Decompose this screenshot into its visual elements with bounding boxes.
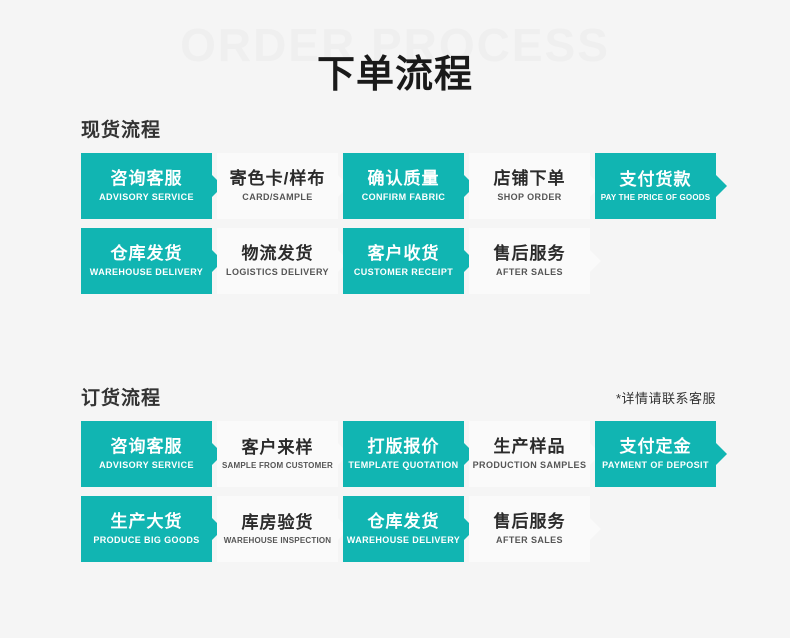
flow-step-label-en: PRODUCE BIG GOODS <box>93 535 200 546</box>
flow-step-label-cn: 支付定金 <box>619 437 692 457</box>
flow-step-label-en: WAREHOUSE INSPECTION <box>223 535 332 545</box>
chevron-right-icon <box>590 518 601 540</box>
flow-step[interactable]: 咨询客服 ADVISORY SERVICE <box>81 153 223 219</box>
page-title: 下单流程 <box>316 54 473 96</box>
flow-step[interactable]: 仓库发货 WAREHOUSE DELIVERY <box>81 228 223 294</box>
flow-step-label-en: AFTER SALES <box>496 535 563 546</box>
flow-step[interactable]: 支付货款 PAY THE PRICE OF GOODS <box>595 153 727 219</box>
flow-step-label-cn: 售后服务 <box>493 512 566 532</box>
flow-step-label-en: CARD/SAMPLE <box>242 192 313 203</box>
flow-row: 仓库发货 WAREHOUSE DELIVERY 物流发货 LOGISTICS D… <box>81 228 790 294</box>
flow-step-label-cn: 打版报价 <box>367 437 440 457</box>
flow-step-label-en: LOGISTICS DELIVERY <box>226 267 329 278</box>
chevron-right-icon <box>590 250 601 272</box>
flow-step-label-cn: 生产大货 <box>110 512 183 532</box>
chevron-right-icon <box>716 175 727 197</box>
section-title: 现货流程 <box>81 120 162 141</box>
flow-row: 咨询客服 ADVISORY SERVICE 寄色卡/样布 CARD/SAMPLE… <box>81 153 790 219</box>
flow-step-label-cn: 库房验货 <box>241 512 314 532</box>
flow-step-label-en: CONFIRM FABRIC <box>361 192 446 203</box>
flow-step-label-cn: 物流发货 <box>241 244 314 264</box>
flow-step-label-cn: 售后服务 <box>493 244 566 264</box>
flow-step-label-en: ADVISORY SERVICE <box>99 460 194 471</box>
flow-step-label-en: WAREHOUSE DELIVERY <box>89 267 204 278</box>
flow-step[interactable]: 店铺下单 SHOP ORDER <box>469 153 601 219</box>
flow-step-label-cn: 确认质量 <box>367 169 440 189</box>
page-header: ORDER PROCESS 下单流程 <box>0 22 790 112</box>
flow-step[interactable]: 寄色卡/样布 CARD/SAMPLE <box>217 153 349 219</box>
flow-step-label-cn: 客户来样 <box>241 437 314 457</box>
flow-step[interactable]: 生产样品 PRODUCTION SAMPLES <box>469 421 601 487</box>
section-title: 订货流程 <box>81 388 162 409</box>
flow-step-label-en: PAY THE PRICE OF GOODS <box>600 192 711 202</box>
flow-step-label-cn: 仓库发货 <box>367 512 440 532</box>
section-spot-goods-process: 现货流程 咨询客服 ADVISORY SERVICE 寄色卡/样布 CARD/S… <box>0 115 790 303</box>
flow-step[interactable]: 售后服务 AFTER SALES <box>469 496 601 562</box>
flow-step[interactable]: 客户收货 CUSTOMER RECEIPT <box>343 228 475 294</box>
flow-step-label-en: PRODUCTION SAMPLES <box>472 460 587 471</box>
flow-step-label-cn: 生产样品 <box>493 437 566 457</box>
flow-step-label-en: TEMPLATE QUOTATION <box>348 460 459 471</box>
flow-step[interactable]: 仓库发货 WAREHOUSE DELIVERY <box>343 496 475 562</box>
flow-step[interactable]: 售后服务 AFTER SALES <box>469 228 601 294</box>
section-note: *详情请联系客服 <box>615 391 716 406</box>
flow-step-label-cn: 店铺下单 <box>493 169 566 189</box>
flow-step-label-cn: 客户收货 <box>367 244 440 264</box>
flow-step-label-en: ADVISORY SERVICE <box>99 192 194 203</box>
flow-step[interactable]: 打版报价 TEMPLATE QUOTATION <box>343 421 475 487</box>
flow-step-label-en: SAMPLE FROM CUSTOMER <box>222 460 333 470</box>
flow-row: 生产大货 PRODUCE BIG GOODS 库房验货 WAREHOUSE IN… <box>81 496 790 562</box>
flow-step-label-en: AFTER SALES <box>496 267 563 278</box>
flow-step[interactable]: 客户来样 SAMPLE FROM CUSTOMER <box>217 421 349 487</box>
flow-step-label-cn: 寄色卡/样布 <box>229 169 326 189</box>
flow-step[interactable]: 物流发货 LOGISTICS DELIVERY <box>217 228 349 294</box>
flow-step-label-en: CUSTOMER RECEIPT <box>353 267 454 278</box>
chevron-right-icon <box>716 443 727 465</box>
flow-step-label-cn: 仓库发货 <box>110 244 183 264</box>
flow-step-label-en: PAYMENT OF DEPOSIT <box>602 460 709 471</box>
flow-step-label-en: WAREHOUSE DELIVERY <box>346 535 461 546</box>
flow-step[interactable]: 咨询客服 ADVISORY SERVICE <box>81 421 223 487</box>
flow-step[interactable]: 支付定金 PAYMENT OF DEPOSIT <box>595 421 727 487</box>
flow-step-label-cn: 咨询客服 <box>110 169 183 189</box>
watermark-text: ORDER PROCESS <box>180 19 610 71</box>
flow-step[interactable]: 生产大货 PRODUCE BIG GOODS <box>81 496 223 562</box>
flow-row: 咨询客服 ADVISORY SERVICE 客户来样 SAMPLE FROM C… <box>81 421 790 487</box>
section-header: 订货流程 *详情请联系客服 <box>81 383 716 421</box>
flow-step[interactable]: 确认质量 CONFIRM FABRIC <box>343 153 475 219</box>
section-header: 现货流程 <box>81 115 716 153</box>
section-order-process: 订货流程 *详情请联系客服 咨询客服 ADVISORY SERVICE 客户来样… <box>0 383 790 571</box>
flow-step-label-cn: 咨询客服 <box>110 437 183 457</box>
flow-step-label-en: SHOP ORDER <box>497 192 562 203</box>
flow-step[interactable]: 库房验货 WAREHOUSE INSPECTION <box>217 496 349 562</box>
flow-step-label-cn: 支付货款 <box>619 169 692 189</box>
